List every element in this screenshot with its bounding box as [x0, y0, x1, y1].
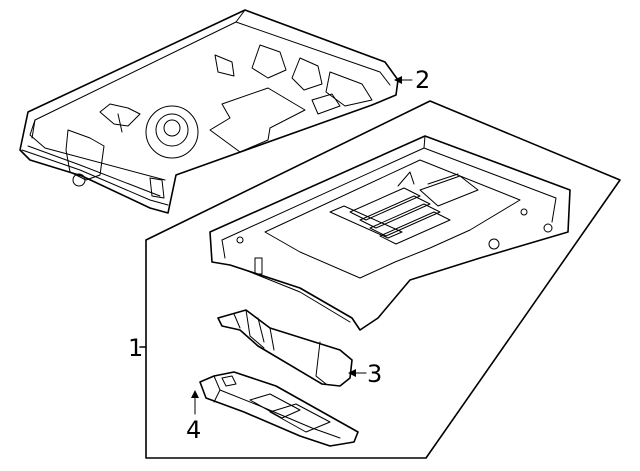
- part-lamp: [217, 309, 353, 387]
- leader-3: [348, 369, 367, 377]
- leader-4: [191, 390, 199, 415]
- part-base-housing: [209, 135, 571, 331]
- callout-1: 1: [128, 334, 143, 362]
- part-lower-bracket: [199, 371, 359, 447]
- callout-2: 2: [415, 66, 430, 94]
- callout-3: 3: [367, 360, 382, 388]
- leader-2: [394, 76, 413, 84]
- callout-4: 4: [186, 416, 201, 444]
- assembly-bracket: [139, 100, 621, 459]
